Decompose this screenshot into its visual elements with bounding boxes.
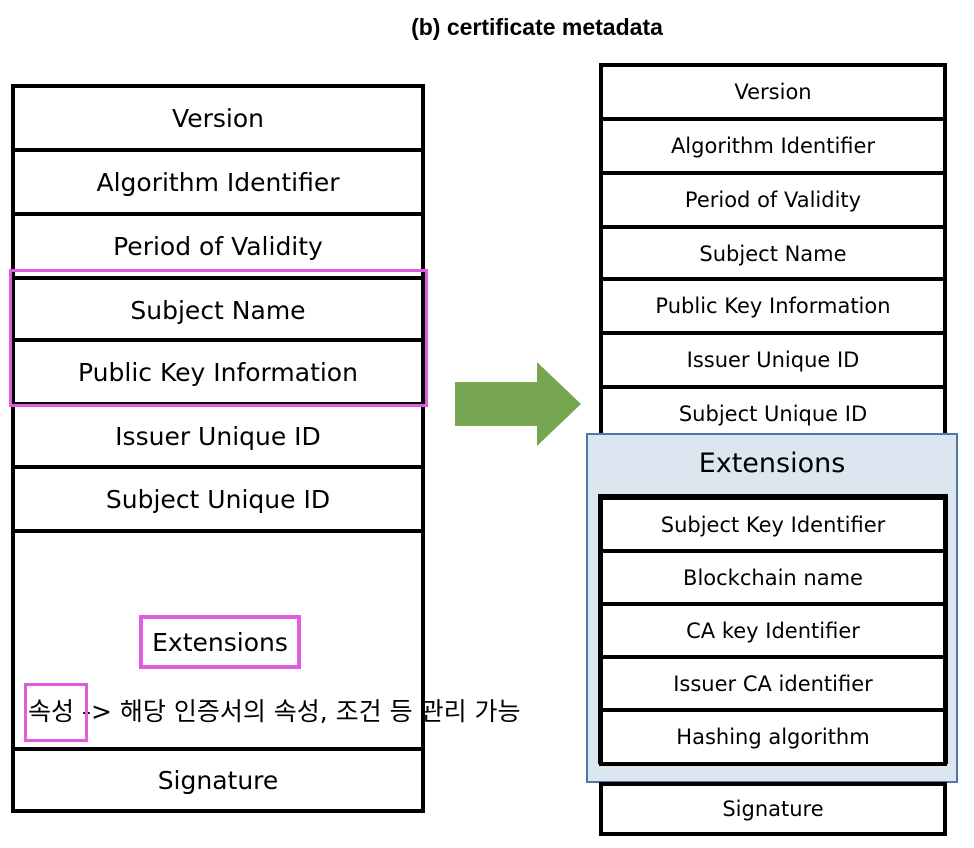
transform-arrow-icon (455, 362, 581, 446)
note-text: -> 해당 인증서의 속성, 조건 등 관리 가능 (81, 697, 521, 726)
left-field-signature: Signature (11, 747, 425, 813)
ext-item-blockchain-name: Blockchain name (599, 549, 947, 607)
left-field-issuer-unique-id: Issuer Unique ID (11, 402, 425, 470)
ext-item-ca-key-identifier: CA key Identifier (599, 602, 947, 660)
right-field-version: Version (599, 63, 947, 121)
left-field-period-of-validity: Period of Validity (11, 212, 425, 280)
highlight-subject-publickey (9, 269, 428, 407)
right-field-algorithm-identifier: Algorithm Identifier (599, 117, 947, 175)
diagram-title: (b) certificate metadata (411, 14, 663, 40)
left-field-subject-name: Subject Name (11, 276, 425, 344)
ext-item-issuer-ca-identifier: Issuer CA identifier (599, 655, 947, 713)
left-extensions-label: Extensions (139, 615, 301, 669)
right-extensions-title: Extensions (698, 448, 846, 479)
right-field-issuer-unique-id: Issuer Unique ID (599, 331, 947, 389)
extensions-note: 속성 -> 해당 인증서의 속성, 조건 등 관리 가능 (28, 692, 521, 728)
ext-item-subject-key-identifier: Subject Key Identifier (599, 496, 947, 554)
note-keyword: 속성 (28, 697, 75, 726)
left-field-public-key-information: Public Key Information (11, 338, 425, 406)
right-field-period-of-validity: Period of Validity (599, 171, 947, 229)
left-field-algorithm-identifier: Algorithm Identifier (11, 148, 425, 216)
right-field-subject-name: Subject Name (599, 225, 947, 283)
note-keyword-highlight (24, 683, 88, 742)
left-field-subject-unique-id: Subject Unique ID (11, 465, 425, 533)
ext-item-hashing-algorithm: Hashing algorithm (599, 708, 947, 766)
left-field-version: Version (11, 84, 425, 152)
right-field-public-key-information: Public Key Information (599, 277, 947, 335)
right-field-signature: Signature (599, 782, 947, 836)
